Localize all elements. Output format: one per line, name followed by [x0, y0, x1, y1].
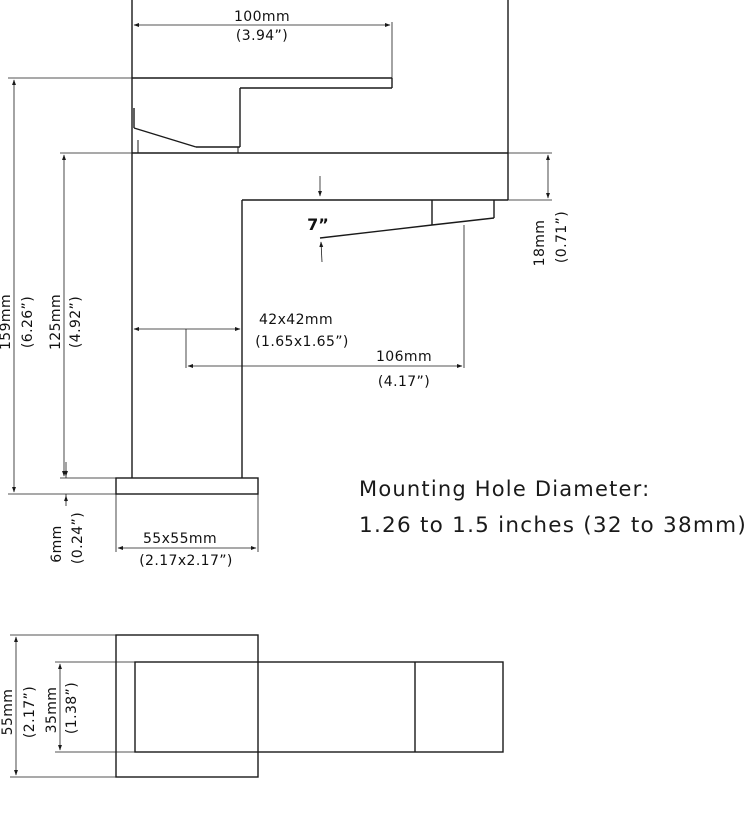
- dim-6mm-in: (0.24”): [70, 512, 86, 564]
- dim-18mm-in: (0.71”): [554, 211, 570, 263]
- dim-125mm: 125mm: [48, 294, 64, 350]
- dim-159mm: 159mm: [0, 294, 14, 350]
- dim-106mm-in: (4.17”): [378, 374, 430, 390]
- dim-125mm-in: (4.92”): [68, 296, 84, 348]
- dim-100mm-in: (3.94”): [236, 28, 288, 44]
- dim-100mm: 100mm: [234, 9, 290, 25]
- dim-55x55-in: (2.17x2.17”): [139, 553, 233, 569]
- dim-42x42-in: (1.65x1.65”): [255, 334, 349, 350]
- side-view-outline: [115, 0, 509, 495]
- top-view-outline: [10, 634, 504, 778]
- dim-6mm: 6mm: [49, 525, 65, 562]
- dim-42x42: 42x42mm: [259, 312, 333, 328]
- dim-159mm-in: (6.26”): [20, 296, 36, 348]
- dim-18mm: 18mm: [532, 220, 548, 267]
- mounting-note-value: 1.26 to 1.5 inches (32 to 38mm): [359, 513, 747, 537]
- dim-top-35mm-in: (1.38”): [64, 682, 80, 734]
- dim-top-55mm-in: (2.17”): [22, 686, 38, 738]
- dim-top-35mm: 35mm: [44, 687, 60, 734]
- handle-angle-label: 7”: [307, 215, 329, 234]
- dim-top-55mm: 55mm: [0, 689, 16, 736]
- mounting-note-title: Mounting Hole Diameter:: [359, 477, 650, 501]
- dimension-lines: [8, 22, 552, 552]
- dim-106mm: 106mm: [376, 349, 432, 365]
- dim-55x55: 55x55mm: [143, 531, 217, 547]
